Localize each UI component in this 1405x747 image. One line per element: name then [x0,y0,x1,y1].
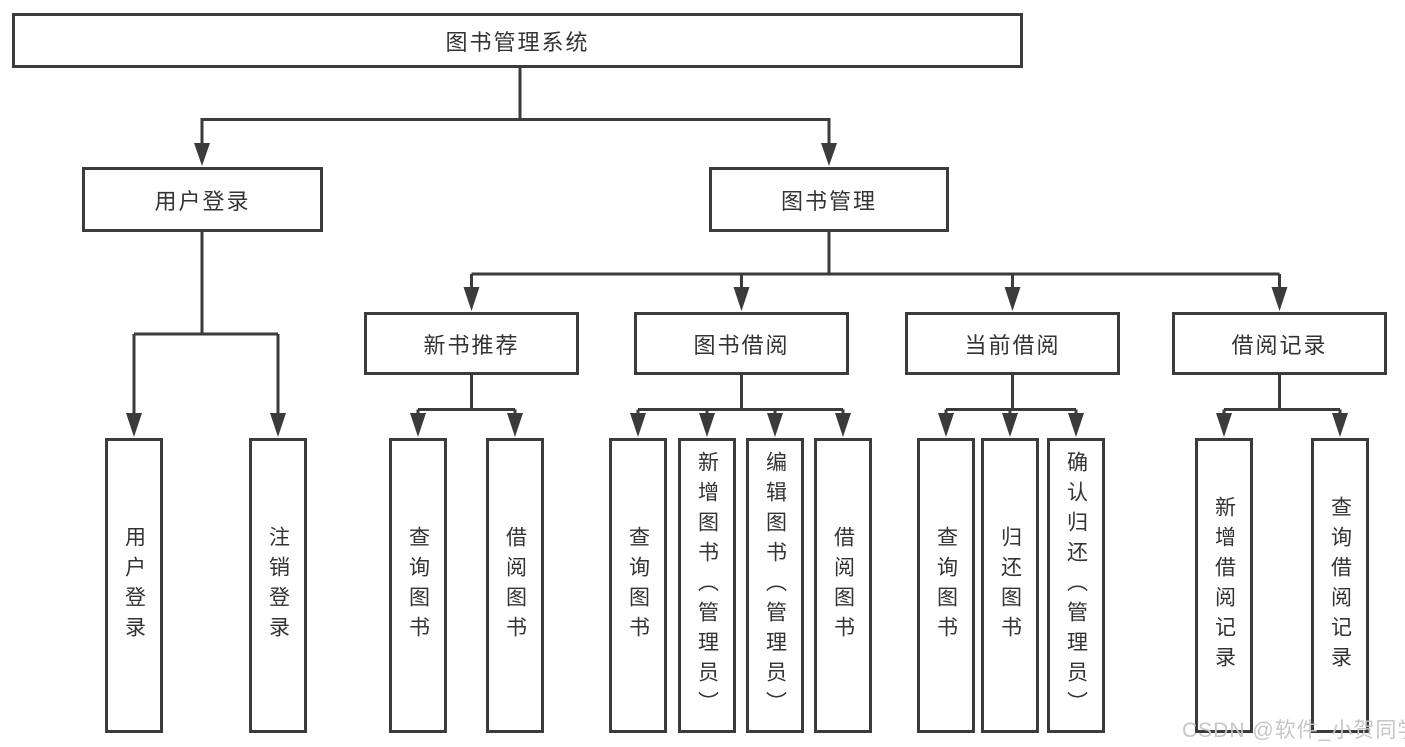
leaf-borrow-books-recommend: 借阅图书 [486,438,544,733]
node-label: 用户登录 [154,188,251,214]
leaf-return-books: 归还图书 [981,438,1039,733]
leaf-label: 查询图书 [406,525,430,646]
node-label: 图书管理系统 [445,29,590,55]
node-label: 当前借阅 [964,332,1061,358]
leaf-query-borrow-record: 查询借阅记录 [1311,438,1369,733]
node-current-borrow: 当前借阅 [905,312,1120,375]
leaf-label: 确认归还（管理员） [1064,450,1088,721]
leaf-borrow-books: 借阅图书 [814,438,872,733]
leaf-label: 新增借阅记录 [1212,495,1236,676]
leaf-query-books-current: 查询图书 [917,438,975,733]
leaf-label: 查询借阅记录 [1328,495,1352,676]
leaf-add-borrow-record: 新增借阅记录 [1195,438,1253,733]
csdn-watermark: CSDN @软件_小贺同学 [1182,719,1405,742]
node-label: 图书借阅 [693,332,790,358]
leaf-label: 查询图书 [934,525,958,646]
node-label: 借阅记录 [1231,332,1328,358]
node-new-book-recommend: 新书推荐 [364,312,579,375]
node-book-management: 图书管理 [709,167,949,232]
leaf-label: 查询图书 [626,525,650,646]
leaf-add-books-admin: 新增图书（管理员） [678,438,736,733]
leaf-label: 借阅图书 [503,525,527,646]
leaf-logout: 注销登录 [249,438,307,733]
node-label: 图书管理 [780,188,877,214]
node-borrow-records: 借阅记录 [1172,312,1387,375]
node-user-login: 用户登录 [82,167,323,232]
leaf-query-books-borrow: 查询图书 [609,438,667,733]
leaf-label: 归还图书 [998,525,1022,646]
node-root-system: 图书管理系统 [12,13,1023,68]
node-label: 新书推荐 [423,332,520,358]
leaf-label: 注销登录 [266,525,290,646]
leaf-label: 用户登录 [122,525,146,646]
leaf-edit-books-admin: 编辑图书（管理员） [746,438,804,733]
leaf-label: 编辑图书（管理员） [763,450,787,721]
leaf-label: 借阅图书 [831,525,855,646]
leaf-user-login: 用户登录 [105,438,163,733]
leaf-label: 新增图书（管理员） [695,450,719,721]
leaf-confirm-return-admin: 确认归还（管理员） [1047,438,1105,733]
leaf-query-books-recommend: 查询图书 [389,438,447,733]
node-book-borrow: 图书借阅 [634,312,849,375]
arrowheads [126,143,1348,437]
